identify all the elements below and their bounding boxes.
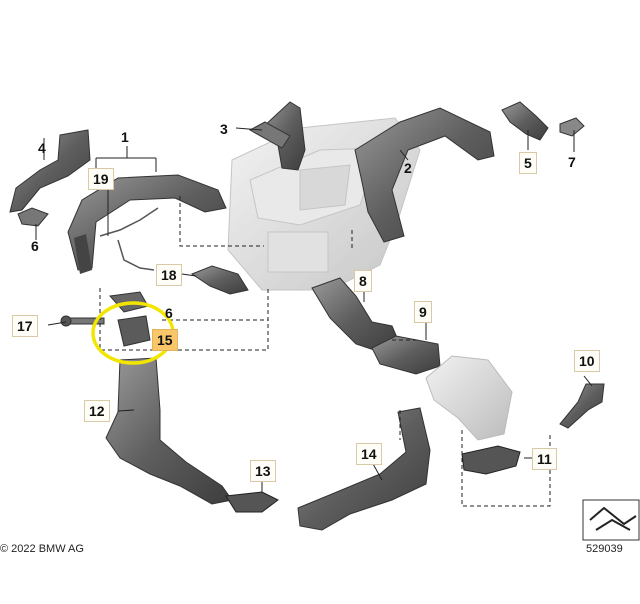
callout-1: 1 bbox=[121, 129, 129, 145]
part-18-duct-piece bbox=[190, 265, 249, 295]
callout-19: 19 bbox=[88, 168, 114, 190]
part-6-bracket-left bbox=[17, 207, 49, 227]
callout-7: 7 bbox=[568, 154, 576, 170]
part-14-floor-duct bbox=[297, 407, 431, 531]
dashed-guides bbox=[99, 196, 551, 507]
part-19-sensor-wire bbox=[99, 207, 159, 271]
part-13-outlet bbox=[225, 491, 279, 513]
part-17-screw bbox=[60, 315, 105, 327]
callout-2: 2 bbox=[404, 160, 412, 176]
part-8-center-duct bbox=[311, 277, 399, 353]
part-2-right-duct bbox=[354, 107, 495, 243]
rear-blower-housing bbox=[425, 355, 513, 441]
part-12-floor-duct bbox=[105, 357, 233, 505]
callout-6a: 6 bbox=[31, 238, 39, 254]
callout-10: 10 bbox=[574, 350, 600, 372]
part-3-defrost-duct bbox=[248, 101, 306, 171]
reference-symbol-box bbox=[582, 499, 640, 541]
part-10-rear-duct bbox=[559, 383, 605, 429]
callout-13: 13 bbox=[250, 460, 276, 482]
callout-4: 4 bbox=[38, 140, 46, 156]
callout-14: 14 bbox=[356, 443, 382, 465]
callout-3: 3 bbox=[220, 121, 228, 137]
part-7-bracket-right bbox=[559, 117, 585, 137]
callout-11: 11 bbox=[532, 448, 557, 470]
callout-18: 18 bbox=[156, 264, 182, 286]
part-5-side-duct-right bbox=[501, 101, 549, 141]
callout-12: 12 bbox=[84, 400, 110, 422]
callout-6b: 6 bbox=[165, 305, 173, 321]
callout-15: 15 bbox=[152, 329, 178, 351]
part-4-side-duct bbox=[9, 129, 91, 213]
part-15-vent-flap bbox=[117, 315, 151, 347]
part-11-bracket bbox=[461, 445, 521, 475]
callout-5: 5 bbox=[519, 152, 537, 174]
copyright-text: © 2022 BMW AG bbox=[0, 543, 84, 555]
leader-lines bbox=[35, 127, 593, 492]
callout-9: 9 bbox=[414, 301, 432, 323]
callout-17: 17 bbox=[12, 315, 38, 337]
callout-8: 8 bbox=[354, 270, 372, 292]
diagram-reference-number: 529039 bbox=[586, 543, 623, 555]
